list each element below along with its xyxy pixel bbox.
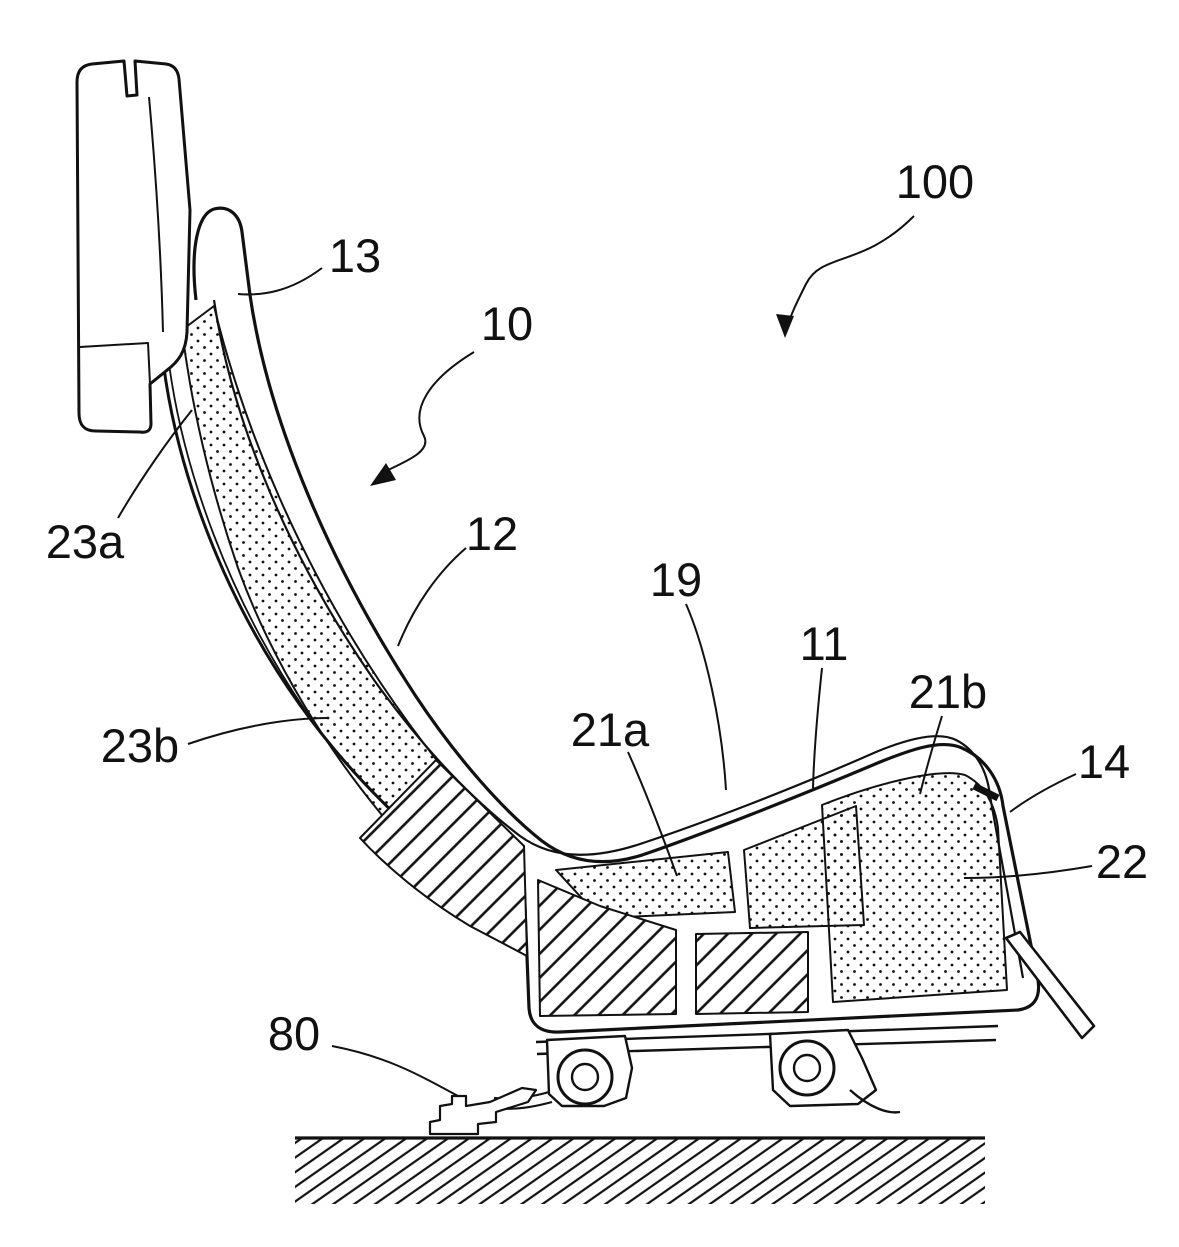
leader-21b [919,715,943,795]
ground-hatch-band [295,1138,985,1204]
seat-hatched-block-middle [695,931,809,1015]
leader-22 [963,865,1093,879]
leader-19 [685,603,727,791]
seat-structure [160,206,1096,1056]
headrest-outline [75,59,192,434]
boundary-mark-14 [972,782,1000,802]
leader-21a [627,751,678,877]
leader-23a [117,409,193,519]
floor-fittings [428,1028,901,1136]
leader-23b [187,717,329,745]
leader-13 [237,267,323,296]
ref-label-19: 19 [650,553,702,606]
seatback-hatched-band [359,759,528,957]
headrest [75,59,192,434]
leader-10 [383,351,475,473]
leader-lines [117,215,1093,1097]
headrest-divider-line [79,342,151,385]
reference-numerals: 100 13 10 12 19 11 21a 21b 14 22 23a 23b… [46,155,1148,1060]
arrowhead-100 [776,314,794,338]
ref-label-23a: 23a [46,515,125,568]
arrowhead-10 [370,463,396,486]
leader-80 [331,1045,459,1097]
leader-100 [786,215,915,329]
ref-label-23b: 23b [101,719,179,772]
seat-pad-right-22 [821,772,1008,1003]
ref-label-21b: 21b [909,665,987,718]
ref-label-21a: 21a [571,703,650,756]
anchor-fitting-80 [428,1086,538,1136]
rear-strut [1004,930,1096,1040]
ref-label-12: 12 [466,507,518,560]
seat-outer-outline [192,206,1041,1034]
ref-label-10: 10 [481,297,533,350]
leader-14 [1009,773,1077,813]
ref-label-14: 14 [1078,735,1130,788]
ref-label-100: 100 [896,155,974,208]
ref-label-11: 11 [800,617,849,670]
ground [295,1136,985,1204]
rear-roller-hub [792,1053,822,1083]
ref-label-13: 13 [329,229,381,282]
headrest-inner-line [148,96,164,333]
leader-11 [812,667,823,789]
leader-12 [397,547,467,647]
rear-foot-line [849,1089,901,1114]
ref-label-80: 80 [268,1007,320,1060]
front-roller-hub [570,1062,600,1092]
ref-label-22: 22 [1096,835,1148,888]
seat-hatched-block-left [537,879,677,1017]
